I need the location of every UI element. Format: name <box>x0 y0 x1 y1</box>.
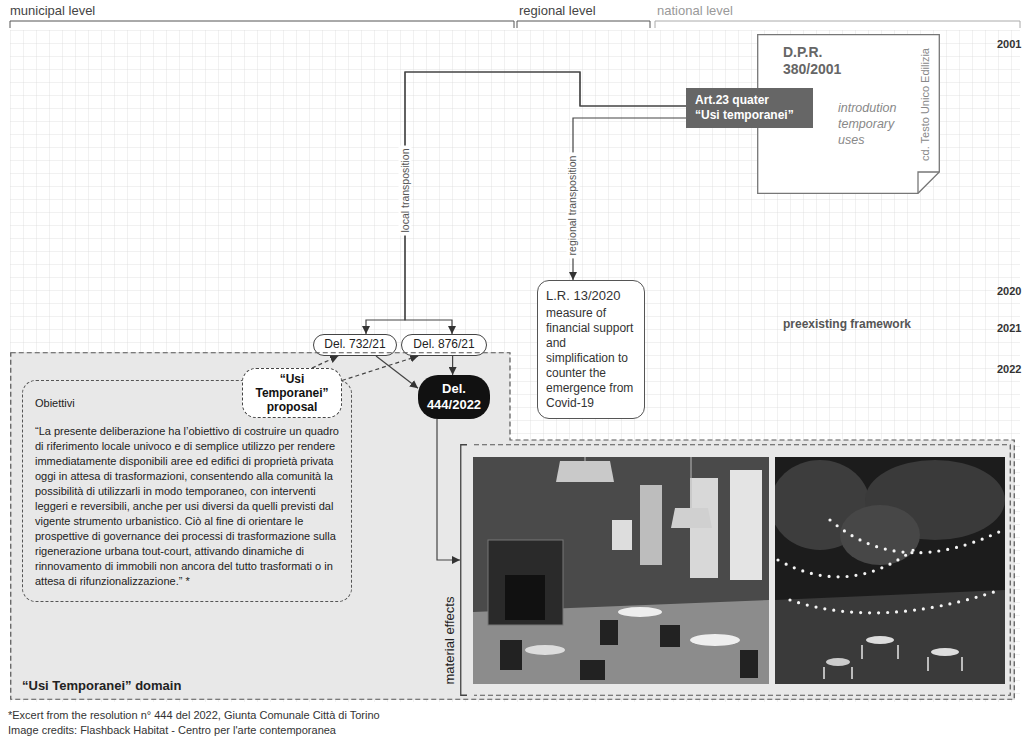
photo-window <box>730 470 762 580</box>
photo-ground <box>775 590 1005 684</box>
edge-label: regional transposition <box>566 152 579 258</box>
resolution-label: Del. 444/2022 <box>422 381 486 413</box>
law-box: L.R. 13/2020 measure of financial support… <box>537 280 645 419</box>
garden-photo <box>775 457 1005 684</box>
resolution-label: Del. 876/21 <box>402 335 486 354</box>
article-title: “Usi temporanei” <box>695 108 804 123</box>
grid <box>10 30 1020 702</box>
photo-chair <box>500 640 522 670</box>
photo-chair <box>580 660 605 680</box>
connector <box>437 419 460 560</box>
footnote: *Excert from the resolution n° 444 del 2… <box>8 708 380 722</box>
photo-table <box>931 648 959 656</box>
photo-table <box>690 634 740 646</box>
objectives-quote: “La presente deliberazione ha l’obiettiv… <box>35 424 339 589</box>
level-bracket <box>10 21 514 28</box>
photo-lamp-cord <box>691 457 692 508</box>
resolution-label: Del. 732/21 <box>314 335 396 354</box>
connector <box>312 356 338 368</box>
interior-photo <box>473 457 769 684</box>
edge-label: local transposition <box>399 145 412 235</box>
photo-lamp <box>671 508 712 528</box>
connector <box>376 356 418 388</box>
domain-region-line <box>11 353 1015 700</box>
connector <box>573 118 686 280</box>
year-label: 2022 <box>997 362 1021 376</box>
law-description: measure of financial support and simplif… <box>546 306 636 411</box>
proposal-box: “Usi Temporanei” proposal <box>242 368 342 418</box>
year-label: 2020 <box>997 284 1021 298</box>
level-label: national level <box>657 3 733 19</box>
photo-chair <box>660 625 680 647</box>
photo-table <box>866 636 894 644</box>
law-title: L.R. 13/2020 <box>546 288 636 304</box>
year-label: 2001 <box>997 37 1021 51</box>
resolution-pill: Del. 444/2022 <box>418 375 490 419</box>
string-lights <box>830 520 1003 553</box>
effects-frame-line <box>474 445 1010 696</box>
article-box: Art.23 quater“Usi temporanei” <box>686 88 813 128</box>
photo-chair <box>740 650 758 678</box>
document-sheet-line <box>918 172 939 193</box>
level-label: municipal level <box>10 3 95 19</box>
year-label: 2021 <box>997 321 1021 335</box>
photo-artwork <box>612 520 632 550</box>
proposal-label: “Usi Temporanei” proposal <box>247 372 337 414</box>
effects-frame-line <box>461 445 467 696</box>
connector <box>342 356 418 381</box>
photo-fireplace <box>488 540 563 625</box>
effects-frame: material effects <box>460 444 1011 696</box>
photo-table <box>826 658 850 666</box>
document-note: introdution temporary uses <box>838 100 920 148</box>
photo-lamp <box>556 461 614 482</box>
framework-label: preexisting framework <box>783 317 911 332</box>
photo-window <box>640 485 662 565</box>
article-number: Art.23 quater <box>695 93 804 108</box>
level-label: regional level <box>519 3 596 19</box>
level-bracket <box>655 21 1020 28</box>
string-lights <box>778 545 920 577</box>
effects-frame-outline <box>460 444 1011 696</box>
connector <box>452 356 453 375</box>
photo-hearth <box>505 575 545 620</box>
document-side-title: cd. Testo Unico Edilizia <box>918 48 931 161</box>
footnote: Image credits: Flashback Habitat - Centr… <box>8 723 336 737</box>
photo-wall <box>473 457 769 684</box>
level-bracket <box>517 21 650 28</box>
effects-label: material effects <box>442 596 457 684</box>
domain-ground <box>10 352 1015 700</box>
photo-chairs <box>824 645 962 679</box>
domain-region: “Usi Temporanei” domainObiettivi“La pres… <box>10 352 1015 700</box>
photo-table <box>525 645 565 655</box>
document-title: D.P.R. 380/2001 <box>783 44 863 78</box>
string-lights <box>790 590 1000 613</box>
photo-chair <box>600 620 618 645</box>
photo-table <box>618 607 662 617</box>
domain-label: “Usi Temporanei” domain <box>22 678 181 694</box>
